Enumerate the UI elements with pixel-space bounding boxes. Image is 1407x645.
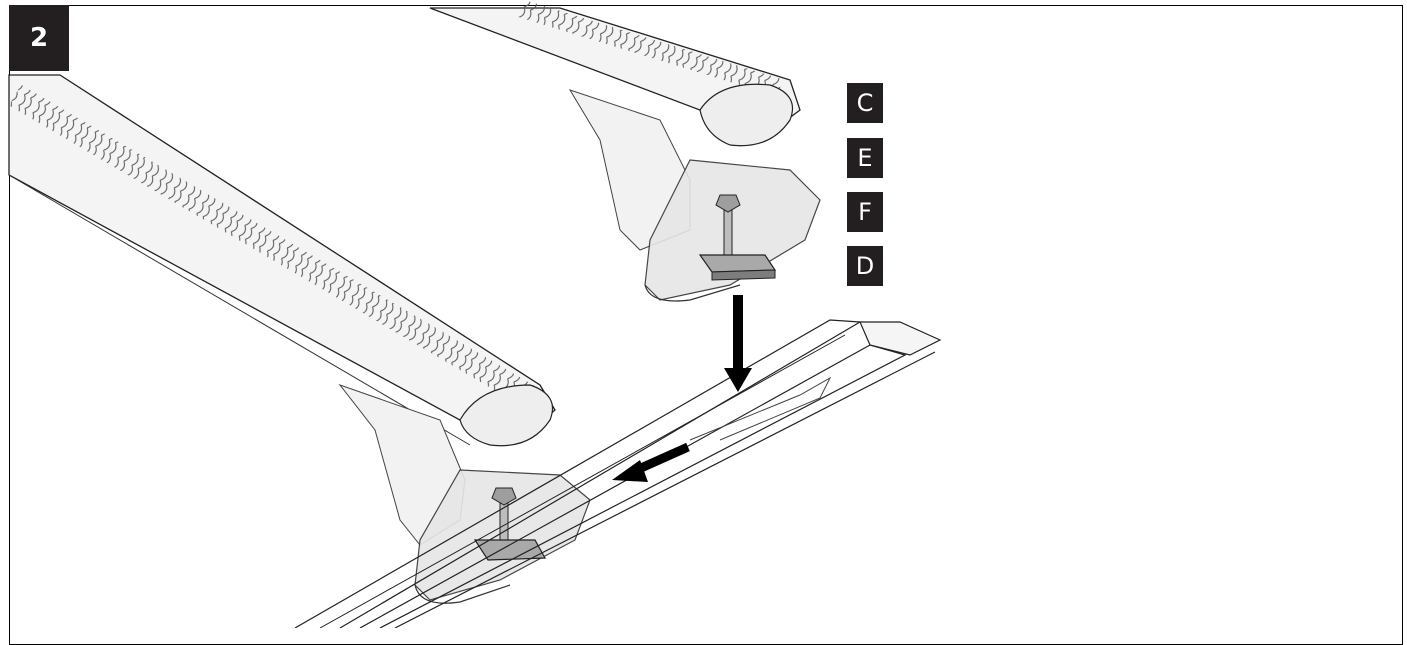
roof-rack-illustration: [8, 0, 942, 628]
part-label-e: E: [847, 138, 883, 178]
step-number-badge: 2: [9, 5, 69, 71]
front-crossbar: [8, 74, 556, 447]
part-label-d: D: [847, 246, 883, 286]
slide-arrow: [612, 442, 690, 482]
roof-rail: [294, 319, 942, 628]
part-label-f: F: [847, 192, 883, 232]
rear-t-bolt: [698, 194, 777, 281]
rear-crossbar: [429, 0, 801, 147]
down-arrow: [724, 295, 752, 392]
part-label-c: C: [847, 83, 883, 123]
